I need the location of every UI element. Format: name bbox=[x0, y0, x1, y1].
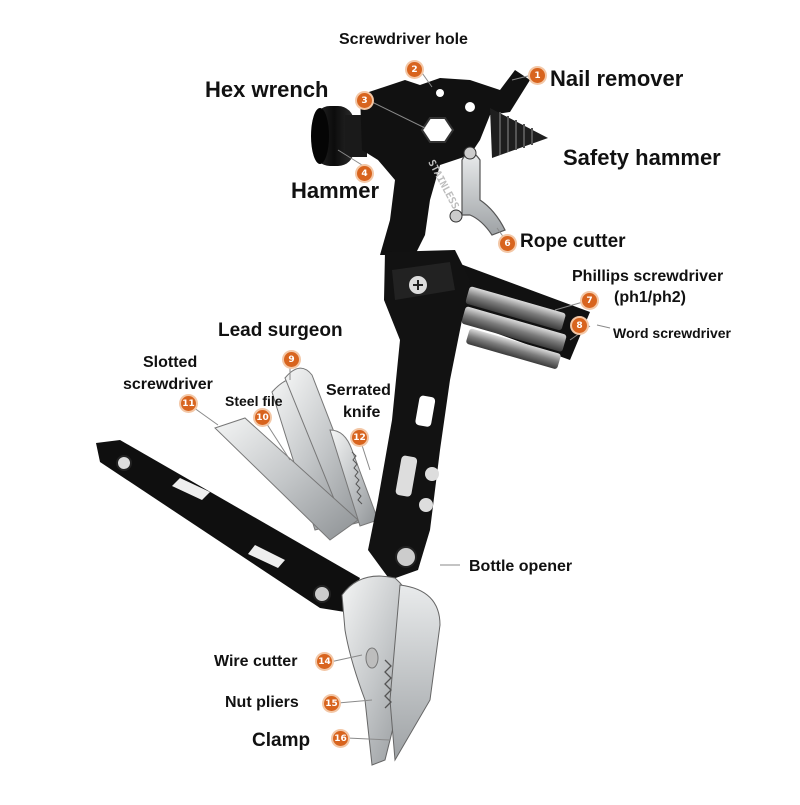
main-handle bbox=[368, 250, 470, 580]
pliers-handle bbox=[96, 440, 360, 612]
badge-10: 10 bbox=[255, 410, 270, 425]
label-nut-pliers: Nut pliers bbox=[225, 694, 299, 711]
label-phillips-line2: (ph1/ph2) bbox=[614, 289, 686, 306]
badge-12: 12 bbox=[352, 430, 367, 445]
label-hex-wrench: Hex wrench bbox=[205, 77, 329, 102]
label-serrated-line2: knife bbox=[343, 404, 381, 421]
label-word-screwdriver: Word screwdriver bbox=[613, 325, 732, 341]
badge-16: 16 bbox=[333, 731, 348, 746]
label-serrated-line1: Serrated bbox=[326, 382, 391, 399]
badge-4: 4 bbox=[357, 166, 372, 181]
badge-7: 7 bbox=[582, 293, 597, 308]
label-slotted-line2: screwdriver bbox=[123, 376, 213, 393]
badge-15: 15 bbox=[324, 696, 339, 711]
label-rope-cutter: Rope cutter bbox=[520, 231, 626, 252]
label-safety-hammer: Safety hammer bbox=[563, 145, 721, 170]
label-lead-surgeon: Lead surgeon bbox=[218, 320, 343, 341]
serrated-knife-blade bbox=[329, 429, 379, 527]
badge-3: 3 bbox=[357, 93, 372, 108]
label-steel-file: Steel file bbox=[225, 393, 283, 409]
badge-9: 9 bbox=[284, 352, 299, 367]
badge-2: 2 bbox=[407, 62, 422, 77]
badge-14: 14 bbox=[317, 654, 332, 669]
label-hammer: Hammer bbox=[291, 178, 380, 203]
bits-holder bbox=[455, 262, 590, 369]
badge-11: 11 bbox=[181, 396, 196, 411]
rope-cutter-hook bbox=[449, 146, 506, 236]
badge-1: 1 bbox=[530, 68, 545, 83]
label-bottle-opener: Bottle opener bbox=[469, 558, 573, 575]
safety-hammer-cone bbox=[490, 108, 548, 158]
label-nail-remover: Nail remover bbox=[550, 66, 684, 91]
label-slotted-line1: Slotted bbox=[143, 354, 198, 371]
label-wire-cutter: Wire cutter bbox=[214, 653, 298, 670]
label-phillips-line1: Phillips screwdriver bbox=[572, 268, 724, 285]
pliers-jaws bbox=[341, 575, 441, 766]
badge-6: 6 bbox=[500, 236, 515, 251]
hammer-head: STAINLESS bbox=[311, 70, 530, 255]
label-clamp: Clamp bbox=[252, 730, 311, 751]
badge-8: 8 bbox=[572, 318, 587, 333]
label-screwdriver-hole: Screwdriver hole bbox=[339, 31, 468, 48]
